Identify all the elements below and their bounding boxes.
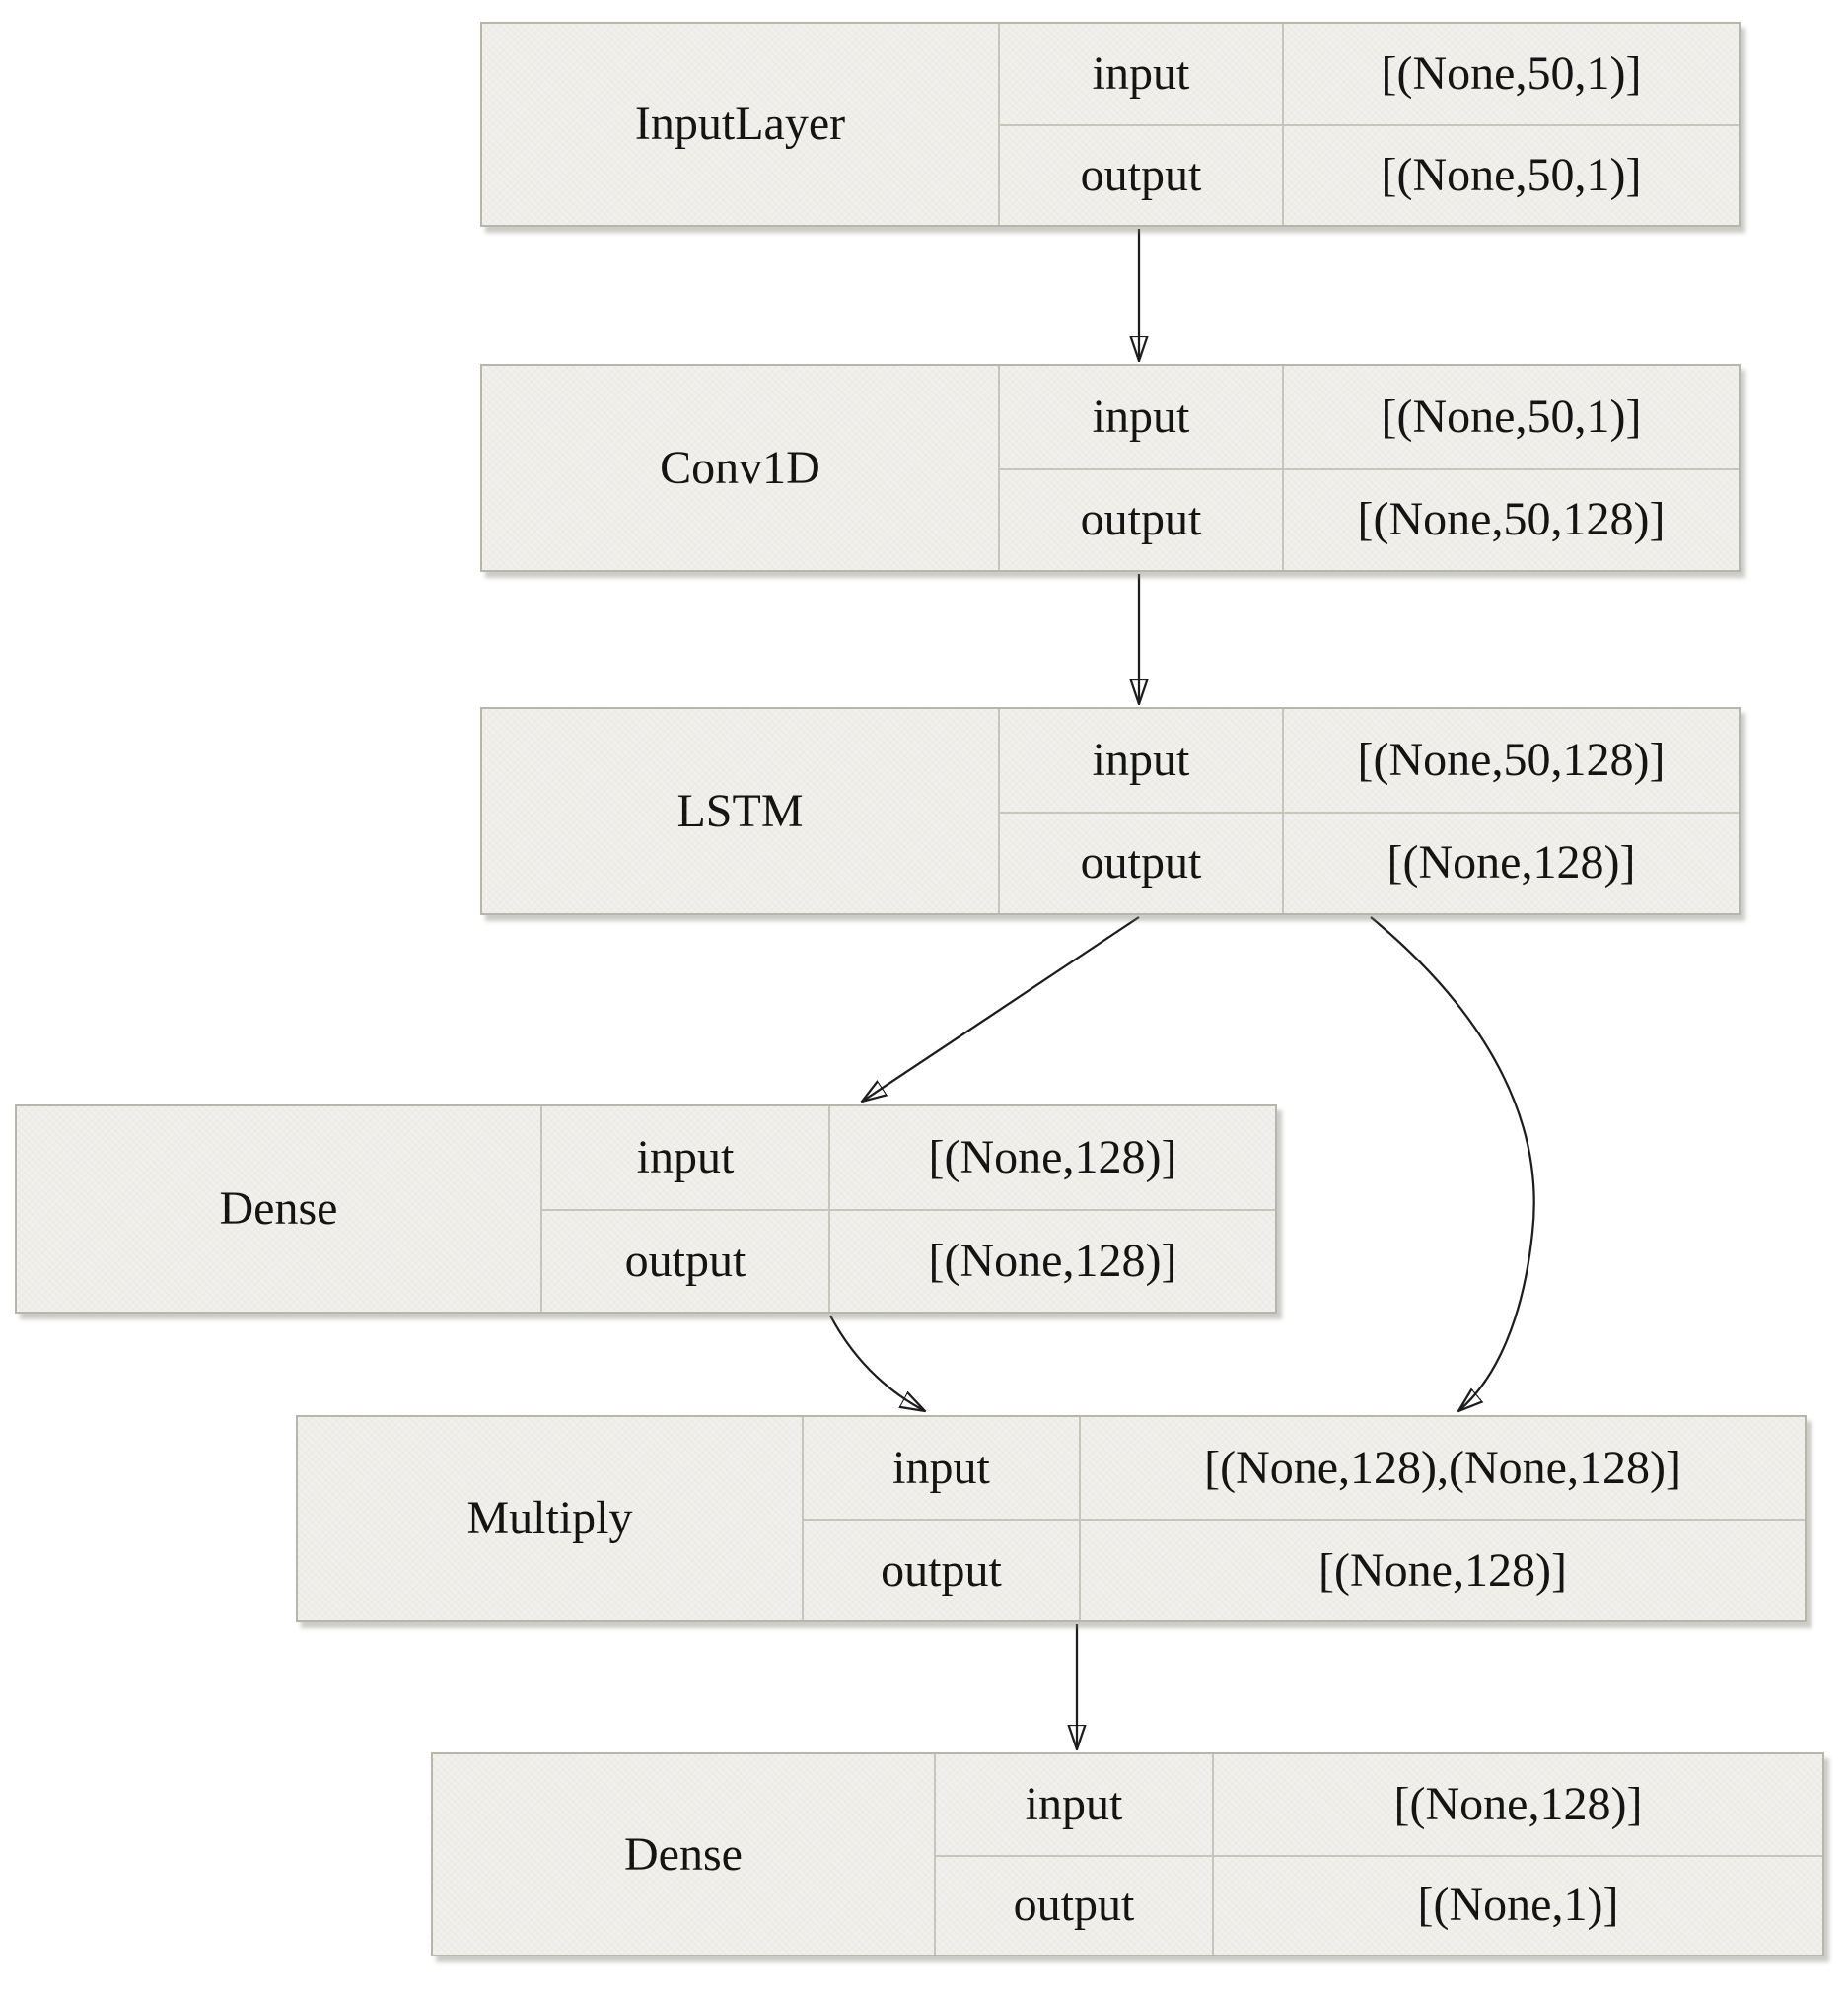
edge-dense1-multiply xyxy=(829,1315,925,1411)
layer-node-inputlayer: InputLayer input [(None,50,1)] output [(… xyxy=(480,22,1741,227)
layer-node-multiply: Multiply input [(None,128),(None,128)] o… xyxy=(296,1415,1807,1622)
layer-node-dense-2: Dense input [(None,128)] output [(None,1… xyxy=(431,1752,1824,1956)
io-shape-output: [(None,128)] xyxy=(1282,811,1739,913)
io-label-input: input xyxy=(998,366,1282,468)
io-label-output: output xyxy=(802,1519,1079,1620)
io-label-output: output xyxy=(998,811,1282,913)
layer-node-dense-1: Dense input [(None,128)] output [(None,1… xyxy=(15,1104,1277,1314)
layer-name: LSTM xyxy=(676,784,804,837)
layer-name: InputLayer xyxy=(634,98,846,150)
edge-lstm-dense1 xyxy=(862,916,1140,1102)
io-label-output: output xyxy=(998,124,1282,225)
io-shape-input: [(None,50,128)] xyxy=(1282,709,1739,812)
io-label-output: output xyxy=(934,1854,1212,1955)
layer-node-conv1d: Conv1D input [(None,50,1)] output [(None… xyxy=(480,364,1741,572)
io-shape-output: [(None,50,1)] xyxy=(1282,124,1739,225)
layer-node-lstm: LSTM input [(None,50,128)] output [(None… xyxy=(480,707,1741,915)
layer-name: Conv1D xyxy=(660,441,820,494)
io-label-input: input xyxy=(802,1417,1079,1519)
io-shape-output: [(None,50,128)] xyxy=(1282,467,1739,570)
io-shape-output: [(None,1)] xyxy=(1212,1854,1822,1955)
io-label-input: input xyxy=(998,24,1282,124)
io-label-input: input xyxy=(998,709,1282,812)
io-label-output: output xyxy=(540,1209,828,1312)
layer-name: Dense xyxy=(219,1182,338,1235)
layer-name: Dense xyxy=(624,1827,743,1881)
io-label-output: output xyxy=(998,467,1282,570)
io-label-input: input xyxy=(934,1754,1212,1855)
io-shape-input: [(None,50,1)] xyxy=(1282,366,1739,468)
io-shape-output: [(None,128)] xyxy=(828,1209,1275,1312)
layer-name: Multiply xyxy=(466,1492,633,1544)
edge-lstm-multiply xyxy=(1370,916,1535,1411)
io-shape-input: [(None,128),(None,128)] xyxy=(1079,1417,1805,1519)
io-shape-input: [(None,128)] xyxy=(1212,1754,1822,1855)
io-shape-output: [(None,128)] xyxy=(1079,1519,1805,1620)
io-shape-input: [(None,50,1)] xyxy=(1282,24,1739,124)
io-shape-input: [(None,128)] xyxy=(828,1106,1275,1209)
io-label-input: input xyxy=(540,1106,828,1209)
